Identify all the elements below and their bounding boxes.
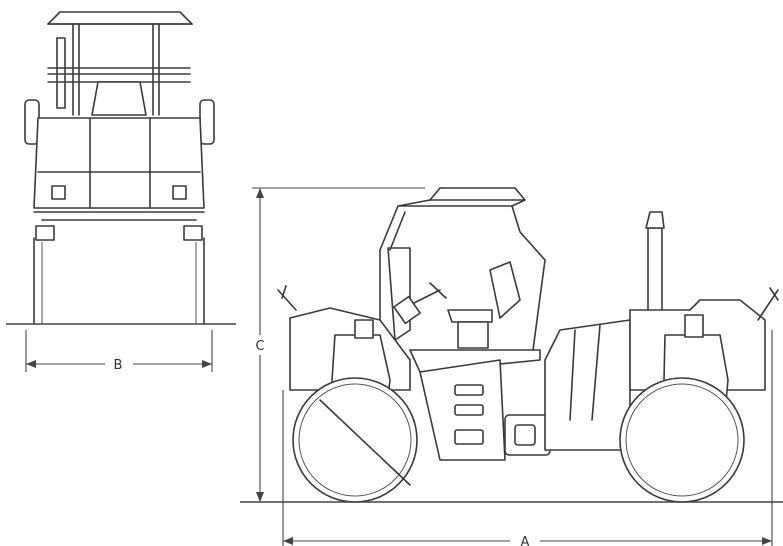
height-dimension bbox=[252, 187, 425, 502]
side-view-roller bbox=[277, 187, 779, 503]
width-dimension bbox=[25, 330, 213, 372]
front-view-roller bbox=[24, 11, 215, 325]
length-label: A bbox=[521, 535, 530, 546]
length-dimension bbox=[282, 330, 773, 546]
height-label: C bbox=[255, 339, 264, 354]
width-label: B bbox=[114, 358, 123, 373]
